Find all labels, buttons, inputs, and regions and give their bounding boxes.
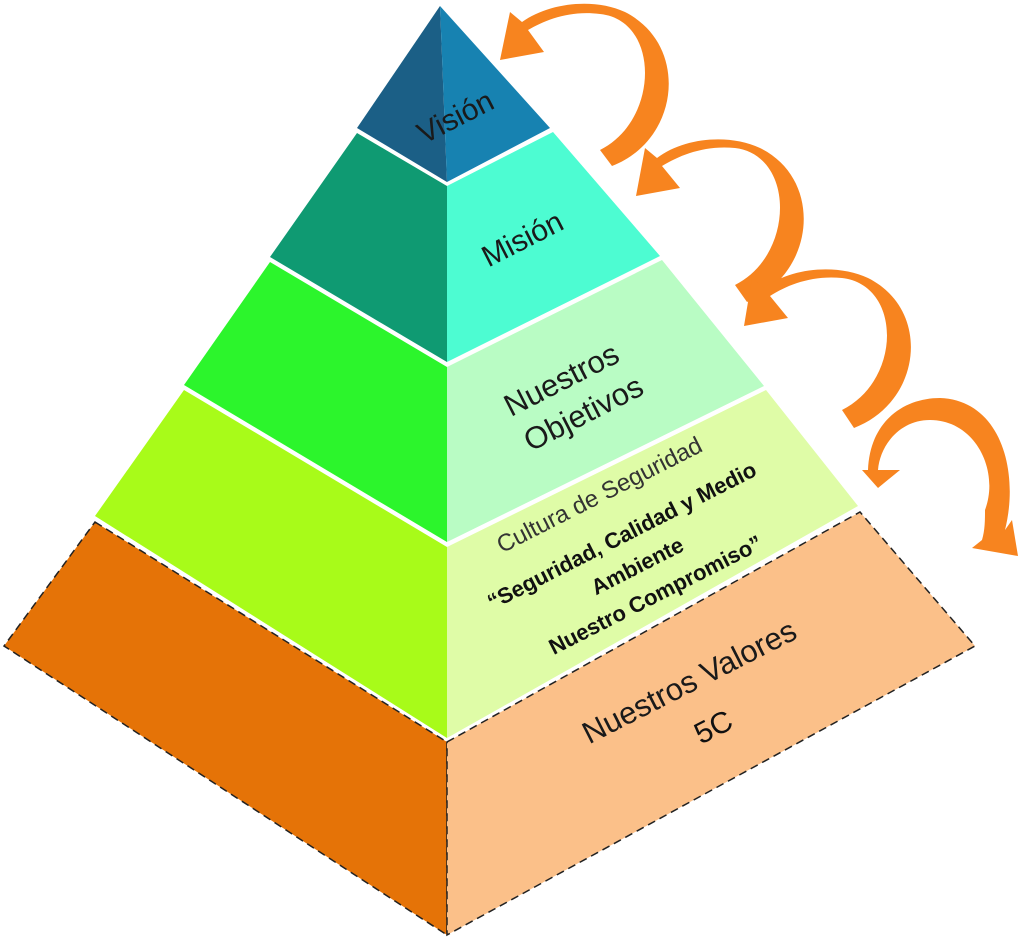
level-vision-right-face [440, 6, 550, 182]
level-vision-left-face [357, 6, 447, 182]
level-mission-right-face [447, 132, 660, 362]
level-values [2, 511, 977, 937]
flow-arrows [500, 3, 1018, 556]
level-mission-left-face [270, 133, 447, 362]
level-mission [270, 132, 660, 362]
level-culture-right-face [447, 390, 858, 738]
level-culture [95, 390, 858, 738]
level-objectives [184, 260, 764, 542]
curved-arrow-icon [636, 139, 804, 302]
curved-arrow-icon [500, 3, 669, 167]
level-objectives-left-face [184, 262, 447, 542]
level-values-right-face [446, 511, 977, 937]
curved-arrow-icon [744, 269, 911, 428]
curved-arrow-icon [862, 398, 1018, 556]
level-culture-left-face [95, 390, 447, 738]
level-vision [357, 6, 550, 182]
level-values-left-face [2, 520, 448, 937]
level-objectives-right-face [447, 260, 764, 542]
